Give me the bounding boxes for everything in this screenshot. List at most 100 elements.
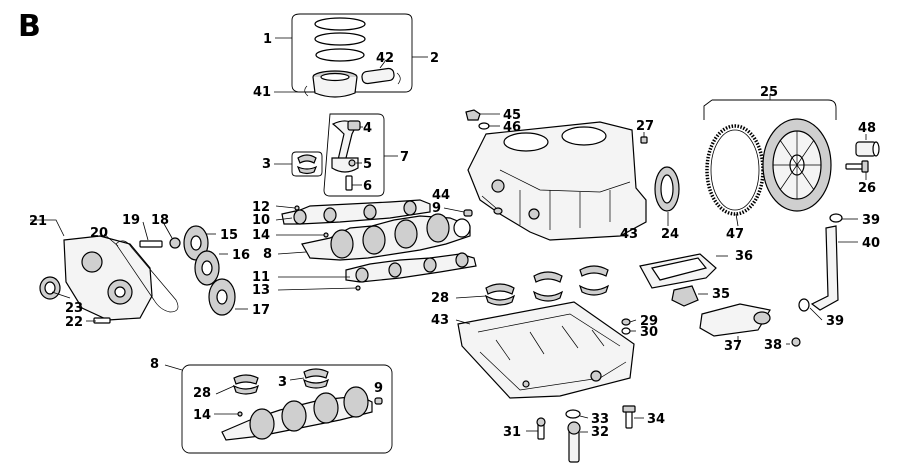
snap-ring-left: [304, 85, 309, 97]
callout-1: 1: [263, 32, 272, 47]
callout-10: 10: [252, 213, 270, 228]
callout-46: 46: [503, 120, 521, 135]
callout-20: 20: [90, 226, 108, 241]
callout-27: 27: [636, 119, 654, 134]
callout-33: 33: [591, 412, 609, 427]
bolt-38: [791, 337, 801, 347]
callout-11: 11: [252, 270, 270, 285]
callout-43-block: 43: [620, 227, 638, 242]
callout-35: 35: [712, 287, 730, 302]
o-ring-39-top: [829, 213, 843, 223]
callout-34: 34: [647, 412, 665, 427]
callout-45: 45: [503, 108, 521, 123]
washer-33: [565, 409, 581, 419]
callout-38: 38: [764, 338, 782, 353]
callout-28-box: 28: [193, 386, 211, 401]
callout-8: 8: [263, 247, 272, 262]
callout-19: 19: [122, 213, 140, 228]
oil-strainer-37: [699, 303, 771, 337]
dowel-pin-12: [294, 205, 300, 211]
pickup-tube-40: [810, 225, 839, 311]
callout-18: 18: [151, 213, 169, 228]
piston: [312, 70, 358, 98]
callout-9: 9: [432, 201, 441, 216]
gasket-36: [639, 253, 717, 289]
callout-8-box: 8: [150, 357, 159, 372]
dowel-48: [855, 141, 880, 157]
piston-group: [274, 13, 428, 98]
callout-31: 31: [503, 425, 521, 440]
callout-32: 32: [591, 425, 609, 440]
connecting-rod-group: [274, 113, 398, 197]
crankshaft: [301, 213, 471, 261]
callout-24: 24: [661, 227, 679, 242]
ring-gear-47: [705, 124, 765, 216]
plug-9: [463, 209, 473, 217]
snap-ring-right: [396, 72, 401, 85]
bearing-shell-3: [303, 368, 329, 379]
rear-oil-seal-24: [654, 166, 680, 212]
balance-shaft-lower: [345, 253, 477, 283]
callout-41: 41: [253, 85, 271, 100]
rod-bearing-shell-right: [296, 165, 318, 175]
stud-32: [567, 421, 581, 463]
gear-15: [183, 225, 209, 261]
flywheel-25: [762, 118, 832, 212]
callout-4: 4: [363, 121, 372, 136]
timing-belt: [115, 240, 179, 313]
cylinder-block: [467, 121, 647, 241]
callout-22: 22: [65, 315, 83, 330]
plug-29: [621, 318, 631, 326]
crankshaft-detail: [221, 386, 373, 441]
bolt-22: [93, 317, 111, 324]
bolt-34: [622, 405, 636, 429]
washer-30: [621, 327, 631, 335]
callout-13: 13: [252, 283, 270, 298]
callout-21: 21: [29, 214, 47, 229]
crankshaft-group: [275, 199, 477, 291]
callout-2: 2: [430, 51, 439, 66]
callout-3: 3: [262, 157, 271, 172]
seal-46: [478, 122, 490, 130]
callout-14-box: 14: [193, 408, 211, 423]
callout-44: 44: [432, 188, 450, 203]
callout-39-top: 39: [862, 213, 880, 228]
o-ring-39-bottom: [798, 298, 810, 312]
callout-15: 15: [220, 228, 238, 243]
plug-45: [465, 109, 481, 121]
conrod-bolt: [345, 175, 353, 191]
callout-26: 26: [858, 181, 876, 196]
callout-6: 6: [363, 179, 372, 194]
gear-train-group: [30, 219, 248, 324]
callout-30: 30: [640, 325, 658, 340]
callout-43-pan: 43: [431, 313, 449, 328]
piston-ring-low: [315, 48, 365, 62]
bearing-shells-28: [484, 265, 610, 306]
callout-37: 37: [724, 339, 742, 354]
lower-crankcase-43: [457, 301, 635, 399]
bolt-26: [845, 160, 869, 173]
plug-27: [640, 136, 648, 144]
callout-5: 5: [363, 157, 372, 172]
plug-9-detail: [374, 397, 383, 405]
callout-39-bottom: 39: [826, 314, 844, 329]
callout-14: 14: [252, 228, 270, 243]
rod-bearing-shell-left: [297, 154, 317, 164]
piston-ring-top: [314, 17, 366, 31]
callout-36: 36: [735, 249, 753, 264]
piston-ring-mid: [314, 32, 366, 46]
crankshaft-detail-box: [164, 364, 393, 454]
section-letter: B: [18, 9, 41, 44]
rod-bearing-upper: [347, 120, 361, 131]
gear-16: [194, 250, 220, 286]
callout-23: 23: [65, 301, 83, 316]
bolt-19: [139, 240, 163, 248]
callout-16: 16: [232, 248, 250, 263]
callout-42: 42: [376, 51, 394, 66]
callout-7: 7: [400, 150, 409, 165]
dowel-pin-13: [355, 285, 361, 291]
gear-17: [208, 278, 236, 316]
washer-18: [169, 237, 181, 249]
callout-9-box: 9: [374, 381, 383, 396]
